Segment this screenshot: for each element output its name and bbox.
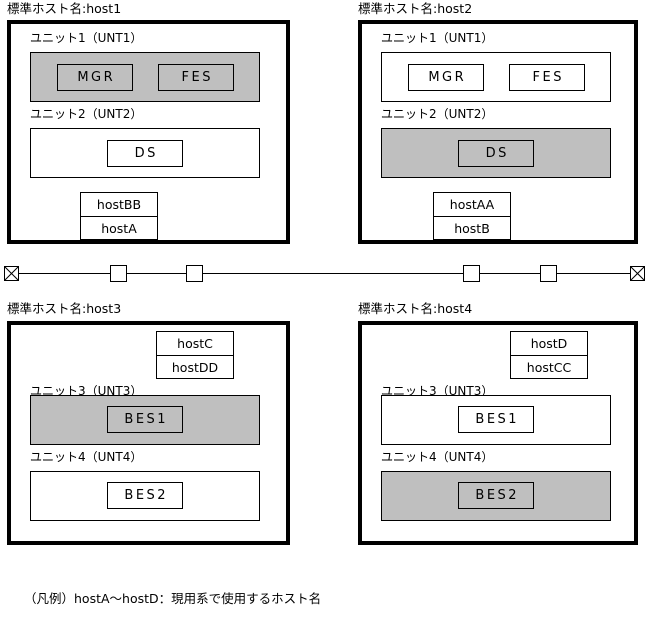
host2-unit1-process-mgr: MGR (408, 64, 484, 91)
host1-network-drop-line (0, 0, 1, 33)
square-tap-icon-host3 (186, 265, 203, 282)
host1-unit2-box (30, 128, 260, 178)
host1-unit2-label: ユニット2（UNT2） (30, 107, 143, 121)
x-in-square-terminator-icon-right (630, 266, 645, 281)
host1-title: 標準ホスト名:host1 (7, 1, 122, 16)
host3-unit3-process-bes1: BES1 (107, 406, 183, 433)
host3-title: 標準ホスト名:host3 (7, 301, 122, 316)
host4-unit4-process-bes2: BES2 (458, 482, 534, 509)
host4-unit3-box (381, 395, 611, 445)
host3-hostname-active: hostC (157, 332, 233, 355)
host4-unit3-label: ユニット3（UNT3） (381, 384, 494, 398)
host2-unit2-label: ユニット2（UNT2） (381, 107, 494, 121)
host2-unit1-process-fes: FES (509, 64, 585, 91)
host1-unit2-process-ds: DS (107, 140, 183, 167)
host3-hostname-stack: hostC hostDD (156, 331, 234, 379)
host4-unit4-label: ユニット4（UNT4） (381, 450, 494, 464)
host3-hostname-standby: hostDD (157, 355, 233, 378)
host2-hostname-active: hostB (434, 216, 510, 239)
host2-network-drop-line (0, 33, 1, 66)
host2-unit2-box (381, 128, 611, 178)
host4-unit3-process-bes1: BES1 (458, 406, 534, 433)
legend-line-1: （凡例）hostA〜hostD：現用系で使用するホスト名 (24, 591, 322, 606)
legend: （凡例）hostA〜hostD：現用系で使用するホスト名 hostAA〜host… (24, 556, 353, 637)
host3-unit4-process-bes2: BES2 (107, 482, 183, 509)
host2-title: 標準ホスト名:host2 (358, 1, 473, 16)
host4-unit4-box (381, 471, 611, 521)
host4-network-drop-line (0, 116, 1, 166)
host1-unit1-process-fes: FES (158, 64, 234, 91)
host3-unit4-box (30, 471, 260, 521)
host1-unit1-box (30, 52, 260, 102)
host3-unit3-label: ユニット3（UNT3） (30, 384, 143, 398)
x-in-square-terminator-icon-left (4, 266, 19, 281)
host1-hostname-standby: hostBB (81, 193, 157, 216)
host3-network-drop-line (0, 66, 1, 116)
host1-unit1-label: ユニット1（UNT1） (30, 31, 143, 45)
network-bus-line (18, 273, 630, 274)
host1-unit1-process-mgr: MGR (57, 64, 133, 91)
host1-hostname-stack: hostBB hostA (80, 192, 158, 240)
host2-unit2-process-ds: DS (458, 140, 534, 167)
host2-unit1-label: ユニット1（UNT1） (381, 31, 494, 45)
square-tap-icon-host2 (463, 265, 480, 282)
host4-hostname-active: hostD (511, 332, 587, 355)
host3-unit3-box (30, 395, 260, 445)
host4-hostname-standby: hostCC (511, 355, 587, 378)
square-tap-icon-host4 (540, 265, 557, 282)
host1-hostname-active: hostA (81, 216, 157, 239)
square-tap-icon-host1 (110, 265, 127, 282)
host2-unit1-box (381, 52, 611, 102)
host3-unit4-label: ユニット4（UNT4） (30, 450, 143, 464)
host4-title: 標準ホスト名:host4 (358, 301, 473, 316)
host2-hostname-stack: hostAA hostB (433, 192, 511, 240)
host2-hostname-standby: hostAA (434, 193, 510, 216)
host4-hostname-stack: hostD hostCC (510, 331, 588, 379)
